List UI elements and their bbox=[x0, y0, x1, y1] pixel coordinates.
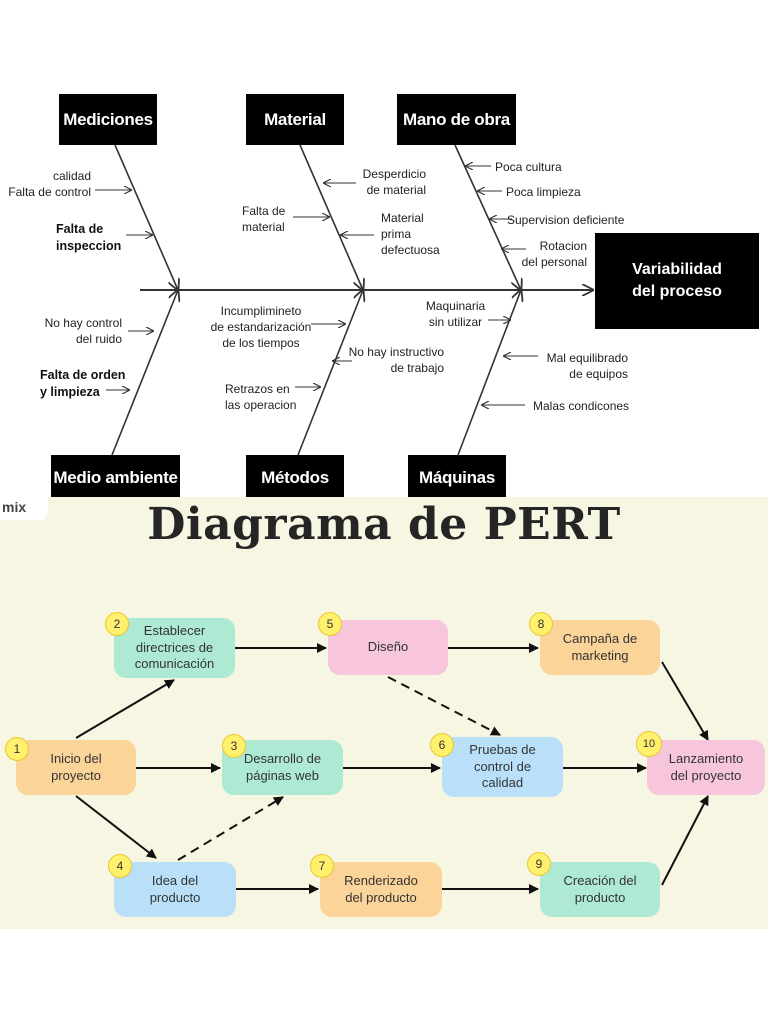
pert-node-8: Campaña de marketing bbox=[540, 620, 660, 675]
pert-node-label: Renderizado del producto bbox=[344, 872, 418, 905]
pert-badge-7: 7 bbox=[310, 854, 334, 878]
cause-label: calidad Falta de control bbox=[8, 169, 91, 200]
pert-node-label: Establecer directrices de comunicación bbox=[134, 622, 215, 672]
category-material: Material bbox=[246, 94, 344, 145]
pert-badge-6: 6 bbox=[430, 733, 454, 757]
cause-label: Falta de orden y limpieza bbox=[40, 368, 126, 399]
bone-material bbox=[299, 144, 363, 290]
pert-badge-3: 3 bbox=[222, 734, 246, 758]
pert-node-2: Establecer directrices de comunicación bbox=[114, 618, 235, 678]
bone-metodos bbox=[297, 290, 363, 456]
pert-node-label: Creación del producto bbox=[563, 872, 637, 905]
category-maquinas: Máquinas bbox=[408, 455, 506, 500]
effect-label: Variabilidad del proceso bbox=[632, 260, 722, 300]
category-metodos: Métodos bbox=[246, 455, 344, 500]
fishbone-lines bbox=[95, 144, 768, 456]
cause-label: Retrazos en las operacion bbox=[225, 382, 297, 413]
pert-badge-10: 10 bbox=[636, 731, 662, 757]
pert-node-label: Lanzamiento del proyecto bbox=[668, 750, 744, 783]
cause-label: Rotacion del personal bbox=[521, 239, 587, 270]
pert-node-4: Idea del producto bbox=[114, 862, 236, 917]
pert-badge-1: 1 bbox=[5, 737, 29, 761]
pert-node-10: Lanzamiento del proyecto bbox=[647, 740, 765, 795]
cause-label: Malas condicones bbox=[533, 399, 630, 413]
category-medio-ambiente: Medio ambiente bbox=[51, 455, 180, 500]
pert-node-label: Campaña de marketing bbox=[562, 630, 638, 663]
pert-node-label: Diseño bbox=[367, 639, 409, 655]
cause-label: Incumplimineto de estandarización de los… bbox=[210, 304, 312, 351]
pert-node-label: Idea del producto bbox=[149, 872, 201, 905]
pert-dashed-arrow-4-3 bbox=[177, 796, 284, 861]
pert-arrow-8-10 bbox=[661, 661, 709, 741]
pert-node-label: Inicio del proyecto bbox=[50, 750, 102, 783]
pert-node-label: Pruebas de control de calidad bbox=[469, 741, 536, 791]
pert-node-5: Diseño bbox=[328, 620, 448, 675]
pert-node-1: Inicio del proyecto bbox=[16, 740, 136, 795]
bone-mediciones bbox=[114, 144, 178, 290]
cause-label: No hay control del ruido bbox=[44, 316, 122, 347]
cause-label: Falta de material bbox=[242, 204, 286, 235]
cause-label: Material prima defectuosa bbox=[381, 211, 440, 258]
pert-node-label: Desarrollo de páginas web bbox=[243, 750, 322, 783]
bone-medio-ambiente bbox=[111, 290, 178, 456]
pert-badge-4: 4 bbox=[108, 854, 132, 878]
cause-label: Mal equilibrado de equipos bbox=[546, 351, 628, 382]
cause-label: Poca limpieza bbox=[506, 185, 581, 199]
pert-node-9: Creación del producto bbox=[540, 862, 660, 917]
pert-badge-5: 5 bbox=[318, 612, 342, 636]
effect-box: Variabilidad del proceso bbox=[595, 233, 759, 329]
pert-badge-8: 8 bbox=[529, 612, 553, 636]
cause-label: Falta de inspeccion bbox=[56, 222, 122, 253]
pert-badge-9: 9 bbox=[527, 852, 551, 876]
pert-title: Diagrama de PERT bbox=[147, 499, 621, 550]
category-mano-de-obra: Mano de obra bbox=[397, 94, 516, 145]
pert-arrow-9-10 bbox=[661, 795, 709, 886]
cause-label: Desperdicio de material bbox=[362, 167, 426, 198]
cause-label: Supervision deficiente bbox=[507, 213, 625, 227]
cause-label: Maquinaria sin utilizar bbox=[425, 299, 486, 330]
pert-node-6: Pruebas de control de calidad bbox=[442, 737, 563, 797]
pert-badge-2: 2 bbox=[105, 612, 129, 636]
cause-label: Poca cultura bbox=[495, 160, 562, 174]
pert-arrow-1-4 bbox=[75, 795, 157, 859]
category-mediciones: Mediciones bbox=[59, 94, 157, 145]
cause-label: No hay instructivo de trabajo bbox=[348, 345, 444, 376]
pert-node-7: Renderizado del producto bbox=[320, 862, 442, 917]
watermark: mix bbox=[0, 494, 48, 520]
pert-arrow-1-2 bbox=[75, 679, 175, 739]
pert-dashed-arrow-5-6 bbox=[387, 676, 501, 736]
